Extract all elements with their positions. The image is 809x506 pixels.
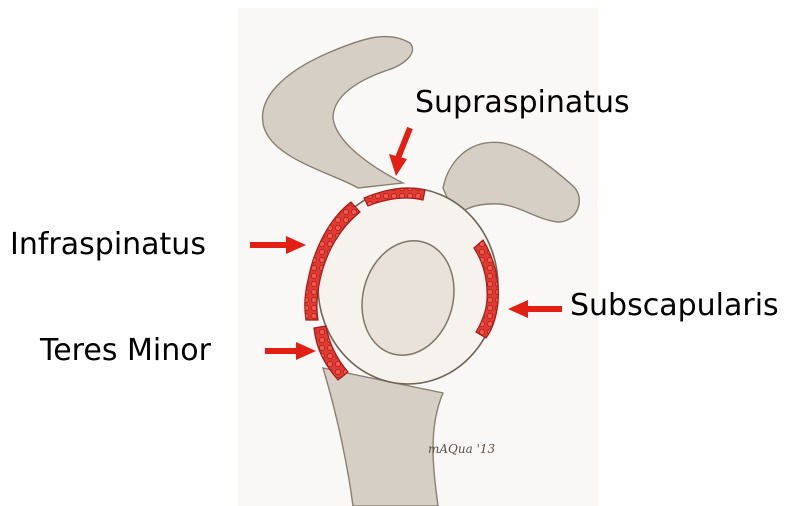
label-infraspinatus: Infraspinatus <box>10 228 206 262</box>
label-supraspinatus: Supraspinatus <box>415 86 630 120</box>
label-subscapularis: Subscapularis <box>570 289 779 323</box>
scapula-illustration: mAQua '13 <box>238 8 598 506</box>
label-teres-minor: Teres Minor <box>40 334 211 368</box>
artist-signature: mAQua '13 <box>428 442 496 456</box>
